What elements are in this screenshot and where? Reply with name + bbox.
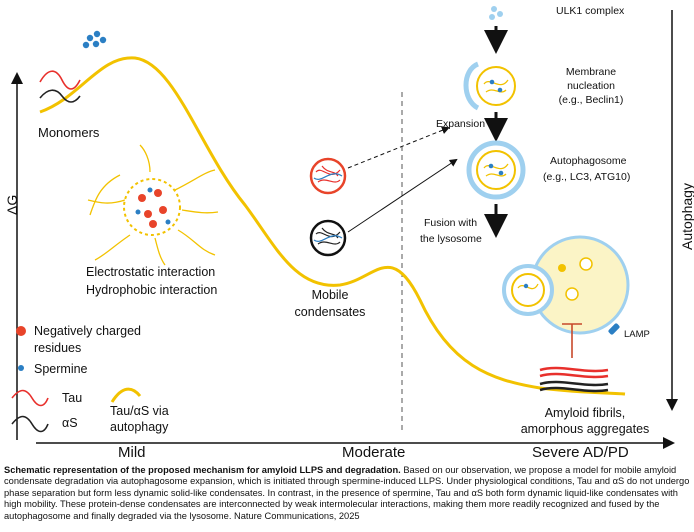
as-monomer bbox=[39, 89, 81, 103]
amyloid-line-2: amorphous aggregates bbox=[520, 422, 650, 436]
y-axis-label: ΔG bbox=[4, 194, 20, 215]
autophagosome-icon bbox=[466, 140, 526, 200]
membrane-line-2: nucleation bbox=[567, 80, 615, 92]
spermine-cluster bbox=[82, 30, 107, 49]
amyloid-line-1: Amyloid fibrils, bbox=[544, 406, 626, 420]
autophagy-axis-label: Autophagy bbox=[679, 183, 694, 250]
expansion-label: Expansion bbox=[436, 118, 486, 130]
mobile-condensate-black bbox=[309, 219, 347, 257]
legend-autophagy-line-1: Tau/αS via bbox=[110, 404, 169, 418]
x-label-mild: Mild bbox=[118, 444, 146, 461]
legend-as-icon bbox=[11, 415, 49, 433]
caption-body: Based on our observation, we propose a m… bbox=[4, 465, 690, 521]
legend-spermine-icon bbox=[18, 365, 24, 371]
ulk1-icon bbox=[489, 6, 503, 20]
fusion-line-2: the lysosome bbox=[420, 233, 482, 245]
mobile-condensates-line-2: condensates bbox=[294, 305, 366, 319]
autophagosome-line-1: Autophagosome bbox=[550, 155, 627, 167]
legend-tau-label: Tau bbox=[62, 391, 83, 405]
energy-curve bbox=[39, 56, 626, 396]
legend-residue-line-1: Negatively charged bbox=[34, 324, 142, 338]
fusion-line-1: Fusion with bbox=[424, 217, 478, 229]
legend-autophagy-curve-icon bbox=[110, 387, 142, 403]
x-label-severe: Severe AD/PD bbox=[532, 444, 629, 461]
interaction-line-2: Hydrophobic interaction bbox=[86, 283, 218, 297]
tau-monomer bbox=[39, 70, 81, 90]
monomers-label: Monomers bbox=[38, 125, 100, 140]
membrane-nucleation-icon bbox=[463, 61, 516, 111]
legend-autophagy-line-2: autophagy bbox=[110, 420, 169, 434]
membrane-line-1: Membrane bbox=[565, 66, 617, 78]
legend-tau-icon bbox=[11, 389, 49, 407]
lysosome-icon bbox=[502, 235, 630, 335]
legend-residue-icon bbox=[16, 326, 26, 336]
ulk1-label: ULK1 complex bbox=[556, 5, 625, 17]
legend-residue-line-2: residues bbox=[34, 341, 82, 355]
figure-caption: Schematic representation of the proposed… bbox=[4, 465, 692, 522]
solid-condensate bbox=[87, 144, 219, 266]
mechanism-diagram: ΔG Autophagy Mild Moderate Severe AD/PD … bbox=[4, 5, 694, 461]
legend-as-label: αS bbox=[62, 416, 78, 430]
mobile-condensate-red bbox=[309, 157, 347, 195]
condensate-to-expansion-arrow bbox=[347, 126, 450, 169]
condensate-to-autophagosome-arrow bbox=[347, 158, 458, 233]
membrane-line-3: (e.g., Beclin1) bbox=[558, 94, 624, 106]
autophagosome-line-2: (e.g., LC3, ATG10) bbox=[543, 171, 631, 183]
interaction-line-1: Electrostatic interaction bbox=[86, 265, 216, 279]
caption-title: Schematic representation of the proposed… bbox=[4, 465, 401, 475]
x-label-moderate: Moderate bbox=[342, 444, 406, 461]
amyloid-fibrils-icon bbox=[539, 366, 609, 393]
legend-spermine-label: Spermine bbox=[34, 362, 88, 376]
mobile-condensates-line-1: Mobile bbox=[311, 288, 349, 302]
lamp-label: LAMP bbox=[624, 329, 650, 340]
